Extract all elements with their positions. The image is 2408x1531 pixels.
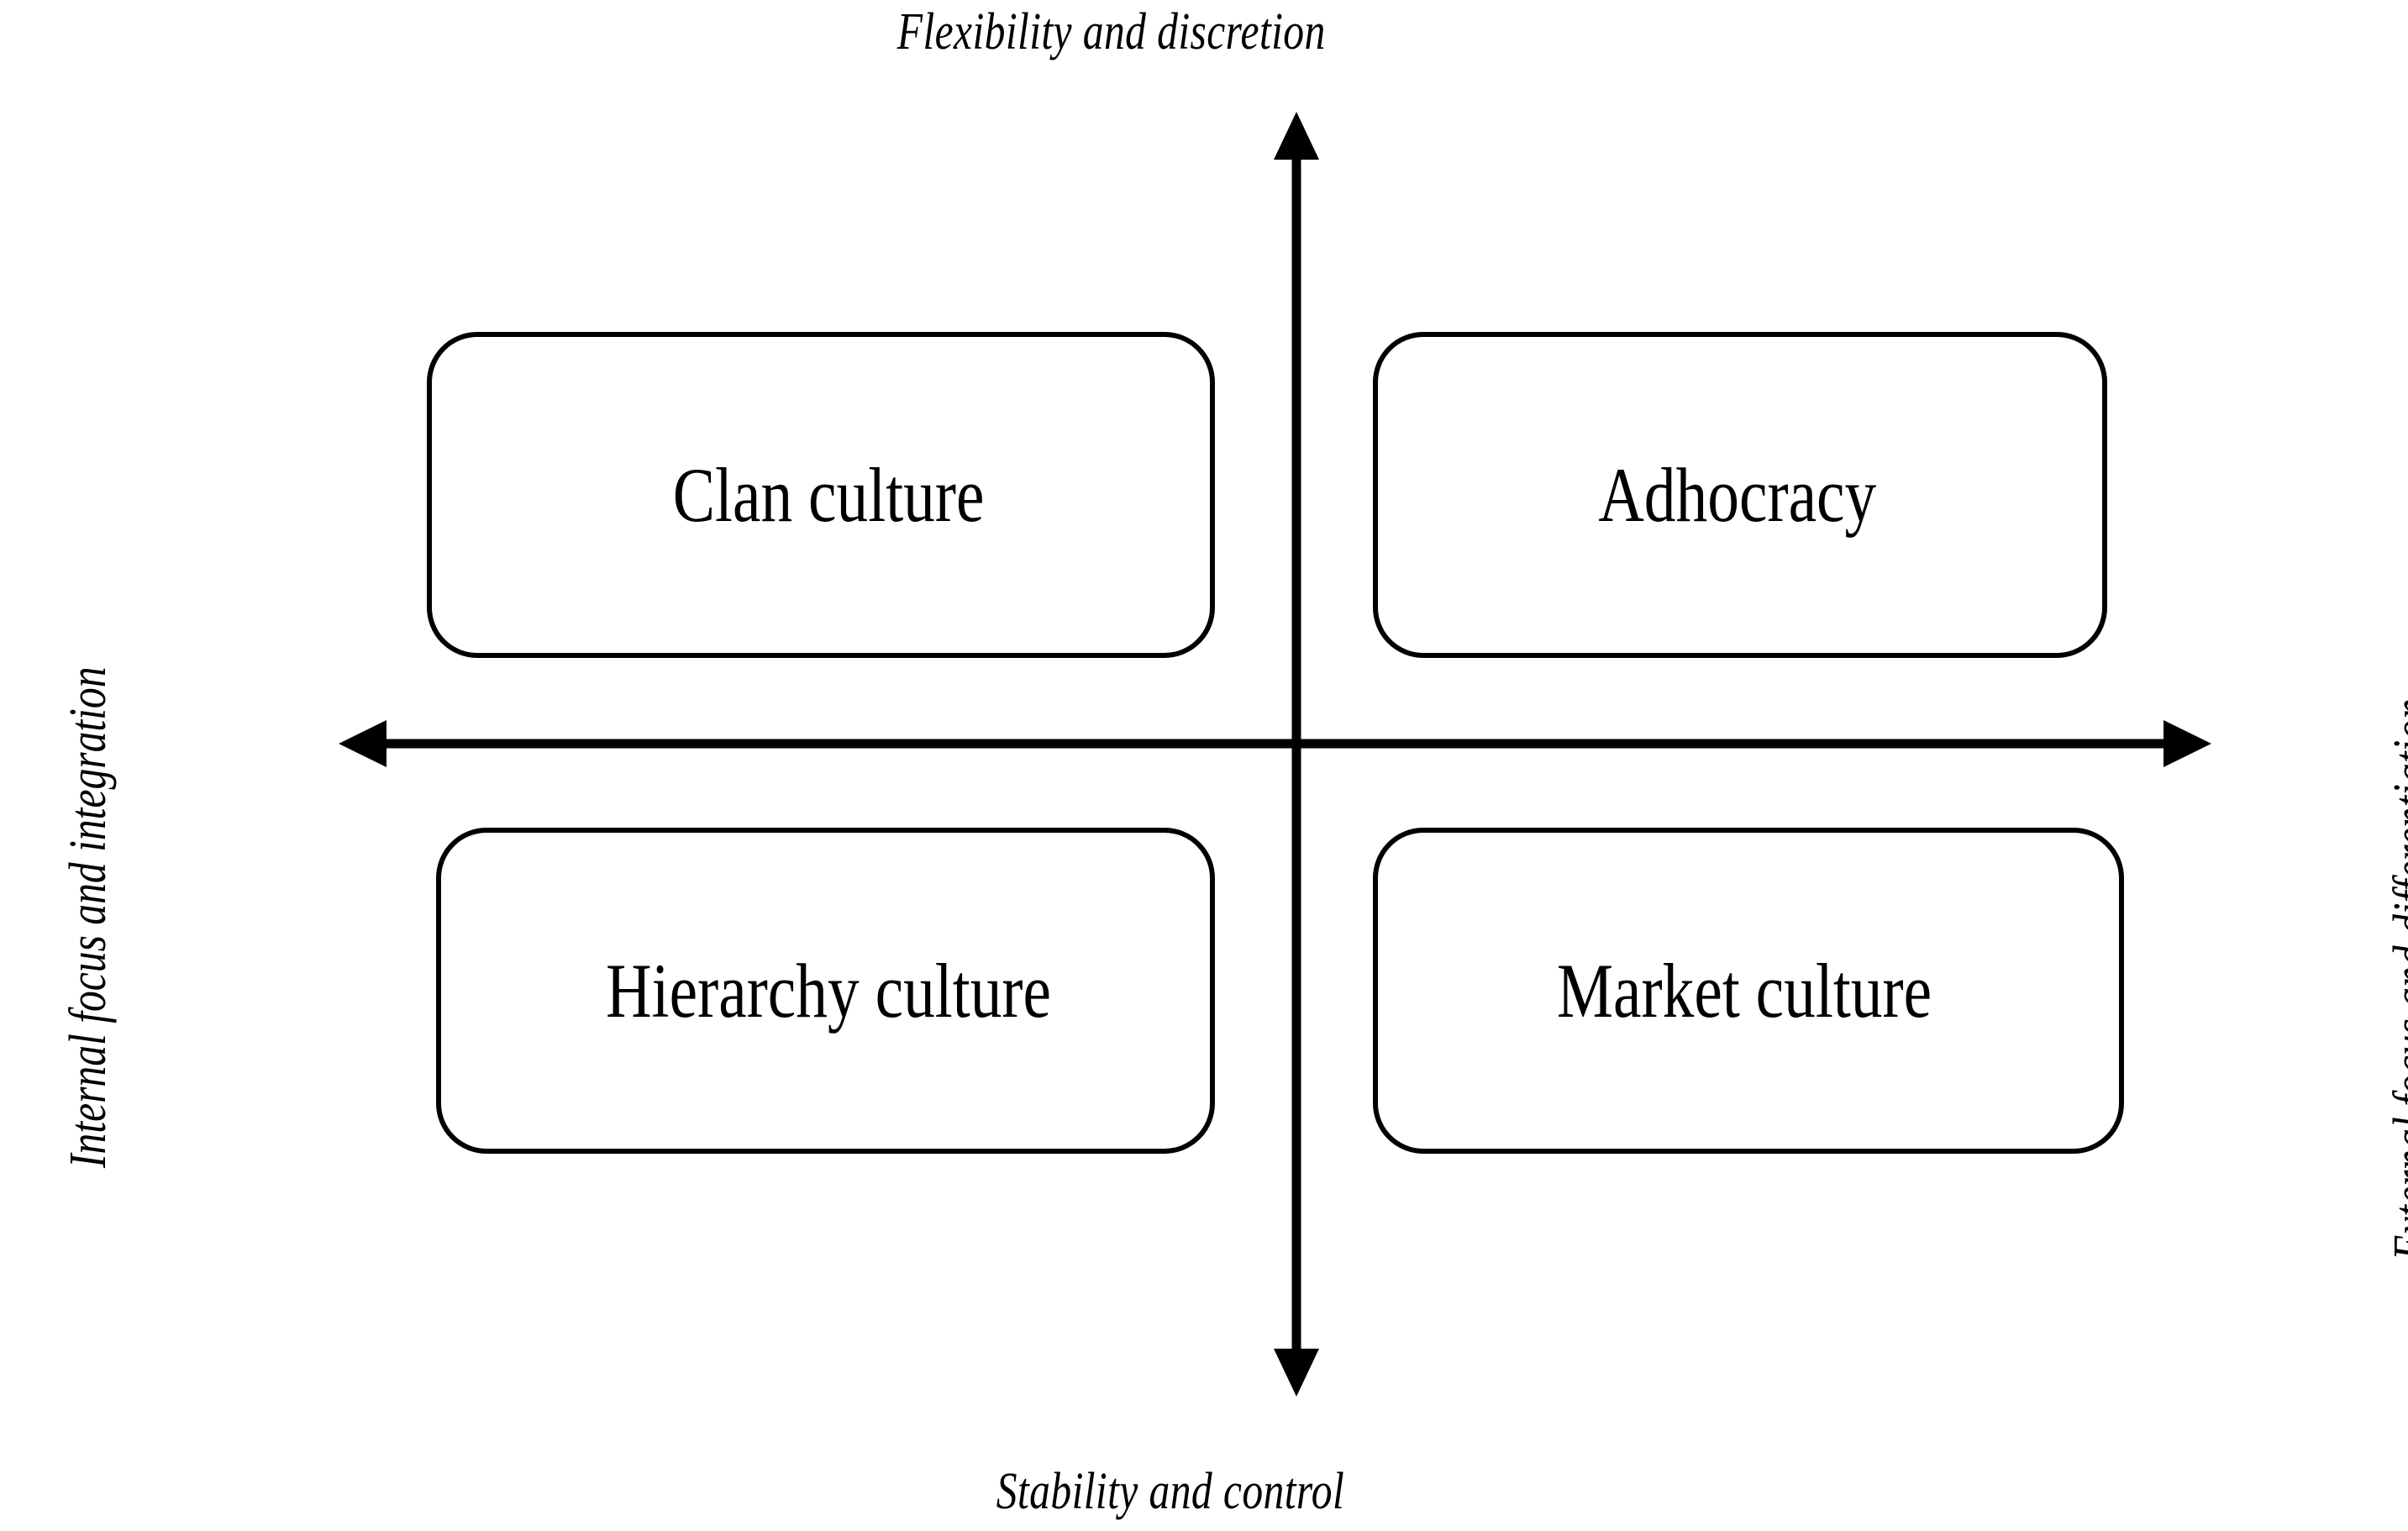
axis-label-top: Flexibility and discretion [0,3,2408,61]
quadrant-label-adhocracy: Adhocracy [1598,452,1877,538]
quadrant-label-clan: Clan culture [672,452,985,538]
axis-arrowhead-right [2164,720,2211,767]
quadrant-box-clan[interactable]: Clan culture [427,332,1215,658]
axis-arrowhead-down [1274,1349,1319,1397]
axis-label-bottom-text: Stability and control [996,1462,1345,1520]
quadrant-box-market[interactable]: Market culture [1373,828,2124,1154]
quadrant-label-market: Market culture [1556,948,1932,1034]
axis-label-top-text: Flexibility and discretion [897,3,1326,61]
quadrant-label-hierarchy: Hierarchy culture [606,948,1052,1034]
axis-arrowhead-up [1274,112,1319,160]
quadrant-box-adhocracy[interactable]: Adhocracy [1373,332,2107,658]
quadrant-box-hierarchy[interactable]: Hierarchy culture [436,828,1215,1154]
axis-arrowhead-left [339,720,386,767]
axis-label-bottom: Stability and control [0,1462,2408,1520]
